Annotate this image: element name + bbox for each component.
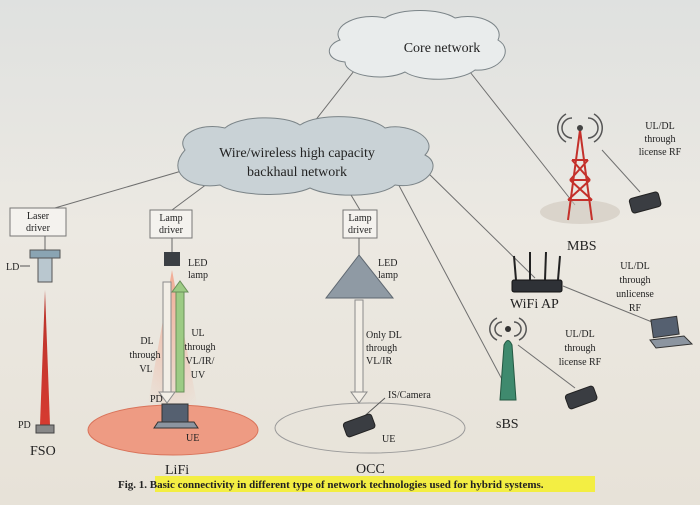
lifi-laptop-icon (153, 403, 199, 429)
small-base-station-icon (499, 340, 517, 401)
fso-label: FSO (30, 444, 56, 459)
sbs-signal-waves-icon (489, 317, 527, 341)
occ-label: OCC (356, 462, 385, 477)
mbs-section: MBS UL/DL through license RF (540, 113, 682, 254)
fso-section: Laser driver LD PD FSO (6, 207, 67, 459)
wifi-link-label-2: through (619, 275, 650, 286)
caption-text: asic connectivity in different type of n… (157, 479, 544, 491)
lifi-ul-label-2: through (184, 342, 215, 353)
lifi-ul-label-3: VL/IR/ (186, 356, 215, 367)
wifi-router-icon (511, 251, 563, 293)
wifi-section: WiFi AP UL/DL through unlicense RF (510, 251, 694, 349)
pd-label: PD (18, 420, 31, 431)
wifi-link-label-4: RF (629, 303, 642, 314)
occ-dl-label-1: Only DL (366, 330, 402, 341)
mbs-link-label-1: UL/DL (645, 121, 674, 132)
laser-driver-label-1: Laser (27, 211, 50, 222)
mbs-link-label-3: license RF (639, 147, 682, 158)
sbs-label: sBS (496, 417, 519, 432)
sbs-link-label-1: UL/DL (565, 329, 594, 340)
sbs-link-label-2: through (564, 343, 595, 354)
lifi-led-lamp-icon (164, 252, 180, 266)
occ-ue-label: UE (382, 434, 395, 445)
wifi-link-label-3: unlicense (616, 289, 654, 300)
laser-driver-box (9, 207, 67, 237)
laser-driver-label-2: driver (26, 223, 51, 234)
core-network-cloud: Core network (328, 10, 506, 80)
sbs-section: sBS UL/DL through license RF (489, 317, 602, 432)
lifi-section: Lamp driver LED lamp DL through VL UL th… (87, 209, 259, 478)
occ-driver-label-1: Lamp (348, 213, 371, 224)
lifi-label: LiFi (165, 463, 189, 478)
occ-section: Lamp driver LED lamp Only DL through VL/… (274, 209, 466, 477)
occ-camera-label: IS/Camera (388, 390, 431, 401)
photodetector-icon (35, 424, 55, 434)
occ-lamp-driver-box (342, 209, 378, 239)
backhaul-label-line2: backhaul network (247, 165, 347, 180)
occ-phone-icon (342, 413, 376, 438)
connection-lines (47, 47, 576, 386)
laser-beam (40, 290, 50, 425)
lifi-led-label-2: lamp (188, 270, 208, 281)
lifi-led-label-1: LED (188, 258, 207, 269)
occ-led-label-1: LED (378, 258, 397, 269)
lifi-downlink-arrow (162, 281, 172, 393)
lifi-pd-label: PD (150, 394, 163, 405)
sbs-phone-icon (564, 385, 598, 410)
mbs-signal-waves-icon (557, 113, 603, 143)
lifi-lamp-driver-box (149, 209, 193, 239)
figure-caption: Fig. 1. Basic connectivity in different … (118, 476, 595, 492)
mbs-label: MBS (567, 239, 597, 254)
lifi-dl-label-1: DL (140, 336, 153, 347)
occ-led-label-2: lamp (378, 270, 398, 281)
occ-downlink-arrow (354, 299, 364, 393)
core-network-label: Core network (404, 41, 481, 56)
sbs-link-label-3: license RF (559, 357, 602, 368)
occ-led-lamp-icon (324, 254, 395, 299)
mbs-phone-icon (628, 191, 662, 214)
lifi-ul-label-4: UV (191, 370, 206, 381)
lifi-dl-label-3: VL (139, 364, 152, 375)
lifi-uplink-arrow (175, 291, 185, 393)
ld-label: LD (6, 262, 19, 273)
occ-coverage-area (274, 402, 466, 454)
wifi-ap-label: WiFi AP (510, 297, 559, 312)
caption-highlight (155, 476, 595, 492)
cell-tower-icon (567, 129, 593, 221)
mbs-link-label-2: through (644, 134, 675, 145)
svg-text:Fig. 1. Basic connectivity in: Fig. 1. Basic connectivity in different … (118, 479, 544, 491)
backhaul-label-line1: Wire/wireless high capacity (219, 146, 375, 161)
wifi-laptop-icon (649, 315, 694, 349)
occ-driver-label-2: driver (348, 225, 373, 236)
lifi-driver-label-1: Lamp (159, 213, 182, 224)
laser-diode-icon (29, 249, 61, 259)
caption-prefix: Fig. 1. B (118, 479, 158, 491)
wifi-link-label-1: UL/DL (620, 261, 649, 272)
lifi-dl-label-2: through (129, 350, 160, 361)
backhaul-cloud: Wire/wireless high capacity backhaul net… (177, 116, 434, 196)
lifi-ue-label: UE (186, 433, 199, 444)
lifi-ul-label-1: UL (191, 328, 204, 339)
occ-dl-label-2: through (366, 343, 397, 354)
lifi-driver-label-2: driver (159, 225, 184, 236)
occ-dl-label-3: VL/IR (366, 356, 392, 367)
lifi-light-cone (145, 270, 200, 420)
